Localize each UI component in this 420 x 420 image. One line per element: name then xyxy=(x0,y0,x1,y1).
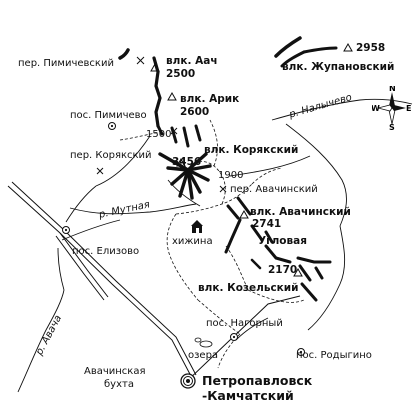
label-settlement-nagorny: пос. Нагорный xyxy=(206,318,283,329)
label-elev-1500: 1500 xyxy=(146,129,172,140)
label-settlement-elizovo: пос. Елизово xyxy=(72,246,140,257)
mountain-pass-icon xyxy=(96,56,227,193)
rivers xyxy=(17,98,413,393)
label-bay-line1: Авачинская xyxy=(84,366,146,377)
label-elev-zhupan: 2958 xyxy=(356,42,386,54)
compass-n: N xyxy=(389,86,396,93)
label-volc-kozelsky: влк. Козельский xyxy=(198,282,299,294)
label-bay-line2: бухта xyxy=(104,379,134,390)
label-city-line1: Петропавловск xyxy=(202,373,313,388)
label-elev-arik: 2600 xyxy=(180,106,210,118)
label-city-line2: -Камчатский xyxy=(202,388,294,403)
label-pass-pimichevsky: пер. Пимичевский xyxy=(18,58,114,69)
label-volc-zhupan: влк. Жупановский xyxy=(282,61,395,73)
label-elev-koryaksky: 3456 xyxy=(172,156,202,168)
city-marker-icon xyxy=(180,373,196,389)
compass-rose-icon: N S W E xyxy=(372,86,411,130)
label-volc-uglovaya: Угловая xyxy=(258,235,307,247)
summit-triangle-icon xyxy=(150,42,353,277)
compass-s: S xyxy=(389,123,395,130)
compass-w: W xyxy=(372,104,380,113)
label-lakes: озера xyxy=(188,350,219,361)
compass-e: E xyxy=(406,104,411,113)
label-elev-2170: 2170 xyxy=(268,264,298,276)
hut-icon xyxy=(191,220,203,233)
label-volc-koryaksky: влк. Корякский xyxy=(204,144,299,156)
main-roads xyxy=(7,181,301,385)
label-volc-arik: влк. Арик xyxy=(180,93,240,105)
label-pass-koryaksky: пер. Корякский xyxy=(70,150,152,161)
koryaksky-ridges xyxy=(158,152,212,200)
label-elev-aach: 2500 xyxy=(166,68,196,80)
settlement-circle-icon xyxy=(62,122,305,356)
label-pass-avachinsky: пер. Авачинский xyxy=(230,184,318,195)
trails xyxy=(119,119,305,369)
label-volc-aach: влк. Аач xyxy=(166,55,218,67)
ridges xyxy=(118,36,338,302)
label-elev-1900: 1900 xyxy=(218,170,244,181)
label-settlement-rodygino: пос. Родыгино xyxy=(296,350,372,361)
label-hut: хижина xyxy=(172,236,213,247)
lakes-shape xyxy=(194,337,213,348)
label-volc-avachinsky: влк. Авачинский xyxy=(250,206,351,218)
label-elev-avachinsky: 2741 xyxy=(252,218,282,230)
label-settlement-pimichevo: пос. Пимичево xyxy=(70,110,147,121)
